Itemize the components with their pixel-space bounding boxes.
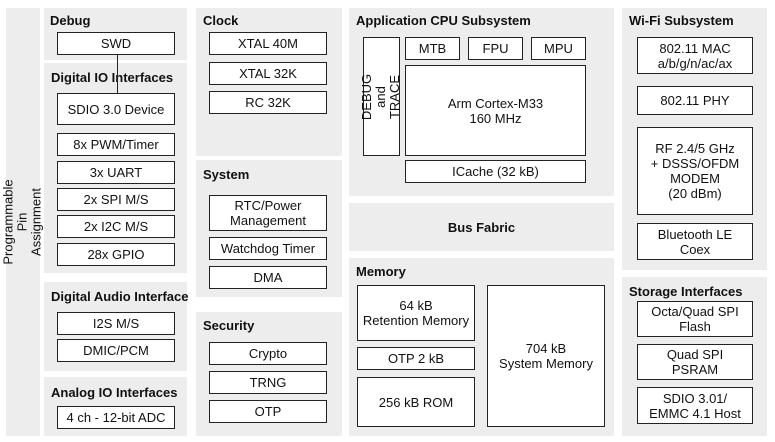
pwm-timer-box: 8x PWM/Timer: [57, 133, 175, 156]
rom-box: 256 kB ROM: [357, 377, 475, 427]
system-title: System: [203, 167, 250, 182]
rc-32k-box: RC 32K: [209, 91, 327, 114]
bus-fabric-label: Bus Fabric: [447, 219, 516, 235]
spi-box: 2x SPI M/S: [57, 188, 175, 211]
system-memory-box: 704 kB System Memory: [487, 285, 605, 427]
rf-modem-box: RF 2.4/5 GHz + DSSS/OFDM MODEM (20 dBm): [637, 127, 753, 215]
adc-box: 4 ch - 12-bit ADC: [57, 406, 175, 429]
pin-assignment-label: Programmable Pin Assignment: [1, 179, 45, 265]
i2c-box: 2x I2C M/S: [57, 215, 175, 238]
dmic-pcm-box: DMIC/PCM: [57, 339, 175, 362]
bluetooth-coex-box: Bluetooth LE Coex: [637, 223, 753, 260]
debug-trace-label: DEBUG and TRACE: [359, 73, 403, 120]
storage-title: Storage Interfaces: [629, 284, 743, 299]
sdio-device-box: SDIO 3.0 Device: [57, 93, 175, 125]
bus-fabric-panel: [349, 203, 614, 251]
quad-spi-psram-box: Quad SPI PSRAM: [637, 344, 753, 380]
debug-trace-box: DEBUG and TRACE: [359, 37, 403, 156]
mtb-box: MTB: [405, 37, 460, 60]
fpu-box: FPU: [468, 37, 523, 60]
digital-io-title: Digital IO Interfaces: [51, 70, 174, 85]
gpio-box: 28x GPIO: [57, 243, 175, 266]
sdio-connector-line: [117, 55, 118, 94]
retention-memory-box: 64 kB Retention Memory: [357, 285, 475, 341]
trng-box: TRNG: [209, 371, 327, 394]
security-title: Security: [203, 318, 255, 333]
dma-box: DMA: [209, 266, 327, 289]
otp-security-box: OTP: [209, 400, 327, 423]
clock-title: Clock: [203, 13, 239, 28]
app-cpu-title: Application CPU Subsystem: [356, 13, 531, 28]
swd-box: SWD: [57, 32, 175, 55]
i2s-box: I2S M/S: [57, 312, 175, 335]
wifi-title: Wi-Fi Subsystem: [629, 13, 734, 28]
digital-audio-title: Digital Audio Interface: [51, 289, 189, 304]
uart-box: 3x UART: [57, 161, 175, 184]
debug-title: Debug: [50, 13, 91, 28]
octa-quad-spi-flash-box: Octa/Quad SPI Flash: [637, 301, 753, 337]
xtal-40m-box: XTAL 40M: [209, 32, 327, 55]
otp-memory-box: OTP 2 kB: [357, 347, 475, 370]
memory-title: Memory: [356, 264, 406, 279]
mpu-box: MPU: [531, 37, 586, 60]
rtc-power-box: RTC/Power Management: [209, 195, 327, 231]
watchdog-box: Watchdog Timer: [209, 237, 327, 260]
analog-io-title: Analog IO Interfaces: [51, 385, 178, 400]
xtal-32k-box: XTAL 32K: [209, 62, 327, 85]
pin-assignment-panel: [6, 8, 40, 436]
icache-box: ICache (32 kB): [405, 160, 586, 183]
cortex-m33-box: Arm Cortex-M33 160 MHz: [405, 65, 586, 156]
wifi-phy-box: 802.11 PHY: [637, 86, 753, 115]
crypto-box: Crypto: [209, 342, 327, 365]
sdio-emmc-host-box: SDIO 3.01/ EMMC 4.1 Host: [637, 387, 753, 424]
wifi-mac-box: 802.11 MAC a/b/g/n/ac/ax: [637, 37, 753, 74]
